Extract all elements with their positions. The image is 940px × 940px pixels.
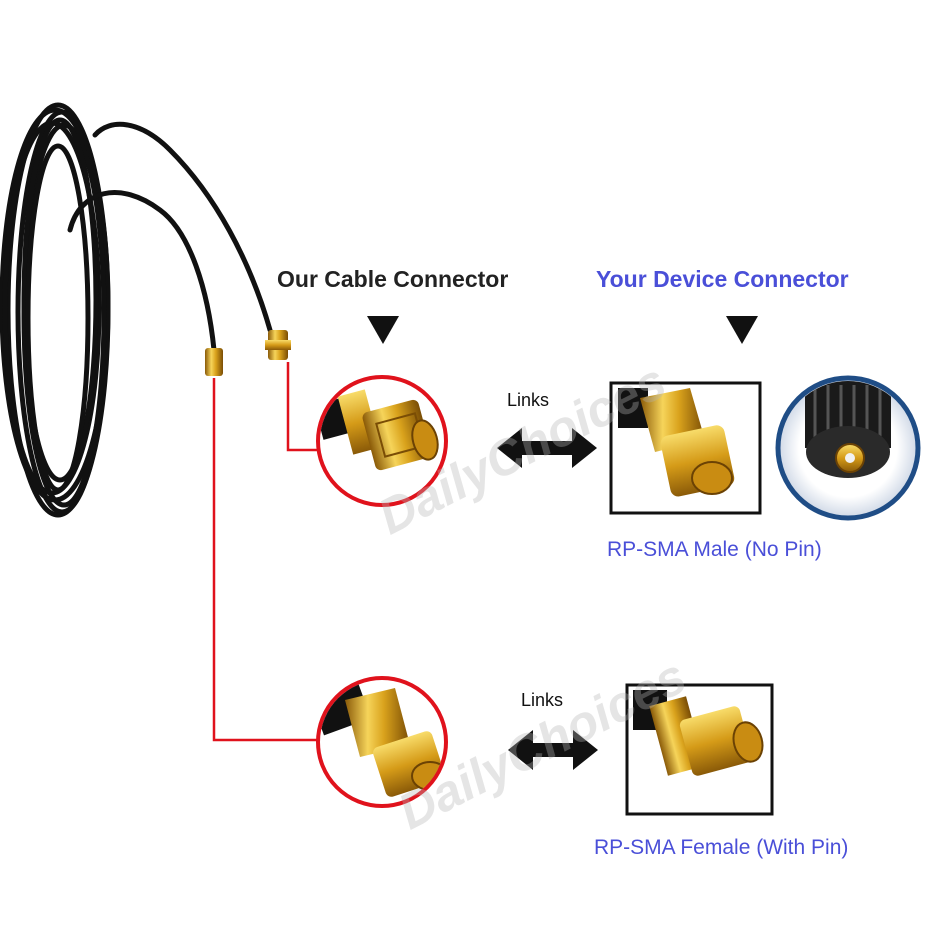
cable-end-female (265, 330, 291, 360)
our-connector-heading: Our Cable Connector (277, 266, 509, 292)
caption-rp-sma-female: RP-SMA Female (With Pin) (594, 836, 849, 859)
our-connector-top-circle (316, 375, 448, 507)
coiled-cable (0, 102, 273, 518)
your-connector-heading: Your Device Connector (596, 266, 849, 292)
our-connector-bottom-circle (316, 676, 448, 808)
device-antenna-circle (775, 375, 921, 521)
double-arrow-icon (497, 428, 598, 770)
leader-lines (212, 362, 320, 742)
cable-end-male (205, 348, 223, 376)
device-female-box (625, 683, 774, 816)
links-label-bottom: Links (521, 690, 564, 710)
device-male-box (609, 381, 762, 515)
links-label-top: Links (507, 390, 550, 410)
caption-rp-sma-male: RP-SMA Male (No Pin) (607, 538, 822, 561)
arrow-down-icon (367, 316, 758, 344)
